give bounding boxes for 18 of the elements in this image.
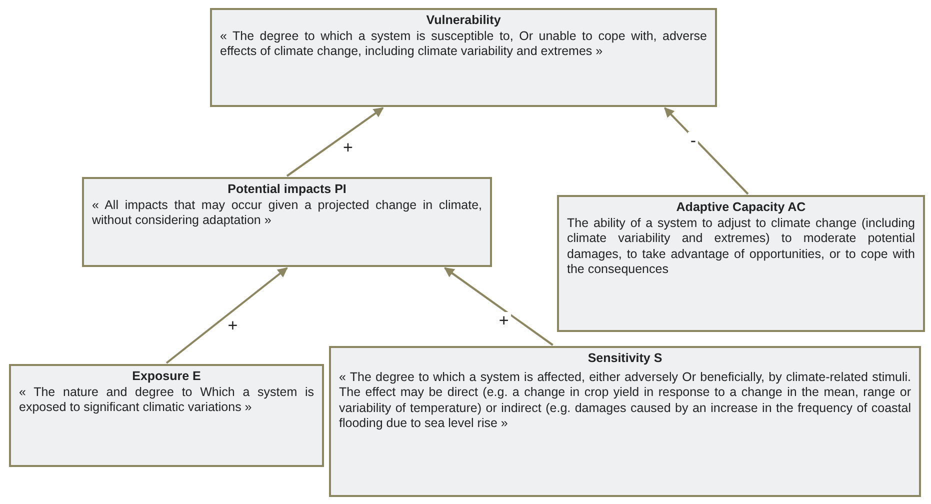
definition-text: The ability of a system to adjust to climate change (including climate variability and extremes) to moderate potential damages, to take advantage of opportunities, or to cope with the consequences (567, 216, 915, 278)
concept-box (82, 177, 492, 267)
definition-text: « The degree to which a system is affected, either adversely Or beneficially, by climate-related stimuli. The effect may be direct (e.g. a change in crop yield in response to a change in the mean, range or variability of temperature) or indirect (e.g. damages caused by an increase in the frequency of coastal flooding due to sea level rise » (339, 370, 911, 432)
definition-text: « The degree to which a system is susceptible to, Or unable to cope with, adverse effects of climate change, including climate variability and extremes » (220, 28, 707, 60)
definition-text: « The nature and degree to Which a system is exposed to significant climatic variations » (19, 384, 314, 416)
concept-box (329, 346, 921, 497)
arrow (286, 107, 384, 177)
box-heading: Vulnerability (425, 13, 502, 28)
box-heading: Sensitivity S (586, 351, 664, 366)
box-heading: Potential impacts PI (226, 182, 348, 198)
arrow (664, 107, 749, 195)
concept-box (210, 8, 717, 107)
concept-box (9, 364, 324, 467)
box-heading: Exposure E (131, 369, 202, 384)
box-heading: Adaptive Capacity AC (675, 200, 807, 216)
arrow (166, 267, 288, 364)
definition-text: « All impacts that may occur given a projected change in climate, without considering adaptation » (92, 198, 482, 228)
concept-box (557, 195, 925, 332)
